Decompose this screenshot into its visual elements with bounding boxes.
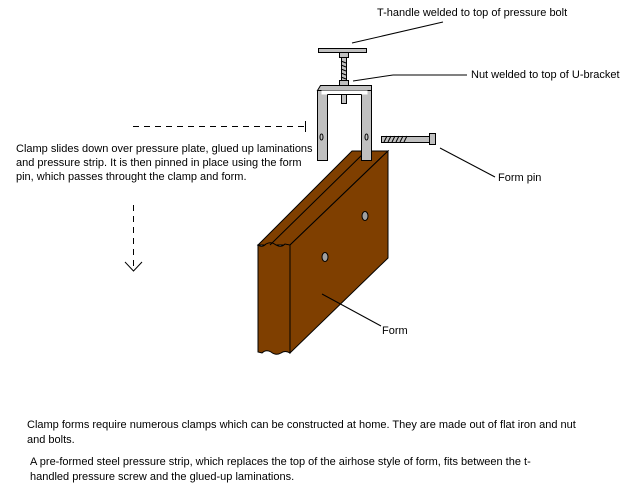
nut	[339, 80, 349, 86]
clamp	[316, 48, 436, 161]
u-bracket-left-leg	[317, 90, 328, 161]
form-end-face	[257, 242, 291, 355]
t-handle-label: T-handle welded to top of pressure bolt	[377, 7, 568, 19]
pin-hole	[321, 252, 329, 262]
form-board	[256, 149, 390, 355]
u-bracket-right-leg	[361, 90, 372, 161]
motion-arrows	[124, 121, 306, 272]
pin-hole	[361, 211, 369, 221]
paragraph-clamp-forms: Clamp forms require numerous clamps whic…	[27, 419, 576, 446]
pin-head	[429, 133, 436, 145]
form-pin-label: Form pin	[498, 172, 542, 184]
u-bracket-top	[316, 85, 372, 91]
form-label: Form	[382, 325, 408, 337]
leader-lines	[321, 21, 496, 327]
paragraph-pressure-strip: A pre-formed steel pressure strip, which…	[30, 456, 531, 483]
nut-label: Nut welded to top of U-bracket	[471, 69, 620, 81]
clamp-note: Clamp slides down over pressure plate, g…	[16, 143, 313, 183]
t-handle	[318, 48, 367, 53]
